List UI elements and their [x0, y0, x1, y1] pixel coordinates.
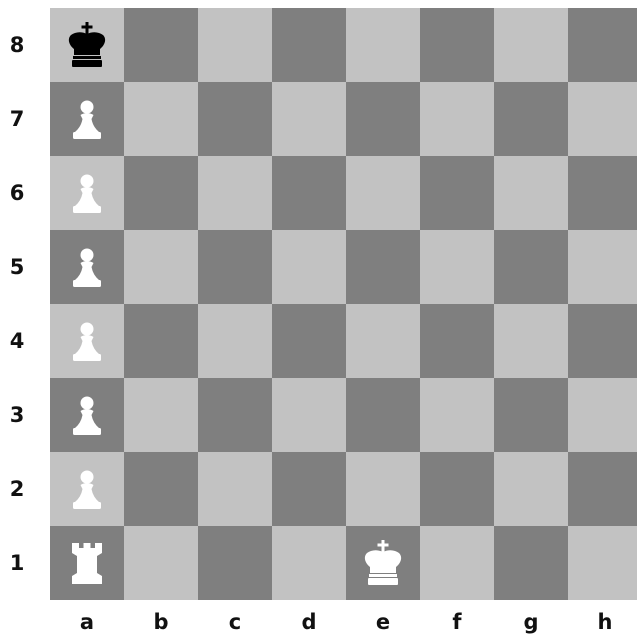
square-c7[interactable] — [198, 82, 272, 156]
square-b3[interactable] — [124, 378, 198, 452]
file-label-d: d — [272, 610, 346, 634]
square-e3[interactable] — [346, 378, 420, 452]
square-b2[interactable] — [124, 452, 198, 526]
rank-label-8: 8 — [0, 33, 34, 57]
square-h8[interactable] — [568, 8, 637, 82]
square-c1[interactable] — [198, 526, 272, 600]
square-e5[interactable] — [346, 230, 420, 304]
file-label-b: b — [124, 610, 198, 634]
square-f4[interactable] — [420, 304, 494, 378]
square-b5[interactable] — [124, 230, 198, 304]
square-h2[interactable] — [568, 452, 637, 526]
square-h3[interactable] — [568, 378, 637, 452]
rank-label-1: 1 — [0, 551, 34, 575]
rank-label-2: 2 — [0, 477, 34, 501]
square-g4[interactable] — [494, 304, 568, 378]
white-pawn-icon[interactable] — [64, 392, 110, 438]
square-f7[interactable] — [420, 82, 494, 156]
square-f2[interactable] — [420, 452, 494, 526]
square-c3[interactable] — [198, 378, 272, 452]
square-h5[interactable] — [568, 230, 637, 304]
square-c6[interactable] — [198, 156, 272, 230]
square-d1[interactable] — [272, 526, 346, 600]
file-label-a: a — [50, 610, 124, 634]
square-a7[interactable] — [50, 82, 124, 156]
square-b7[interactable] — [124, 82, 198, 156]
rank-label-6: 6 — [0, 181, 34, 205]
square-g3[interactable] — [494, 378, 568, 452]
black-king-icon[interactable] — [64, 22, 110, 68]
square-c8[interactable] — [198, 8, 272, 82]
square-d8[interactable] — [272, 8, 346, 82]
square-f3[interactable] — [420, 378, 494, 452]
square-g7[interactable] — [494, 82, 568, 156]
square-g2[interactable] — [494, 452, 568, 526]
square-g1[interactable] — [494, 526, 568, 600]
square-a6[interactable] — [50, 156, 124, 230]
square-b1[interactable] — [124, 526, 198, 600]
white-pawn-icon[interactable] — [64, 318, 110, 364]
square-h7[interactable] — [568, 82, 637, 156]
square-d4[interactable] — [272, 304, 346, 378]
square-e8[interactable] — [346, 8, 420, 82]
square-a3[interactable] — [50, 378, 124, 452]
square-d2[interactable] — [272, 452, 346, 526]
square-e6[interactable] — [346, 156, 420, 230]
file-label-c: c — [198, 610, 272, 634]
square-h1[interactable] — [568, 526, 637, 600]
square-d3[interactable] — [272, 378, 346, 452]
rank-label-3: 3 — [0, 403, 34, 427]
square-c5[interactable] — [198, 230, 272, 304]
square-f1[interactable] — [420, 526, 494, 600]
square-f6[interactable] — [420, 156, 494, 230]
file-label-g: g — [494, 610, 568, 634]
square-e4[interactable] — [346, 304, 420, 378]
rank-label-5: 5 — [0, 255, 34, 279]
chess-board — [50, 8, 637, 600]
square-f8[interactable] — [420, 8, 494, 82]
square-h4[interactable] — [568, 304, 637, 378]
square-b4[interactable] — [124, 304, 198, 378]
square-e2[interactable] — [346, 452, 420, 526]
square-g8[interactable] — [494, 8, 568, 82]
square-e1[interactable] — [346, 526, 420, 600]
square-h6[interactable] — [568, 156, 637, 230]
square-g5[interactable] — [494, 230, 568, 304]
file-label-f: f — [420, 610, 494, 634]
square-c4[interactable] — [198, 304, 272, 378]
white-rook-icon[interactable] — [64, 540, 110, 586]
white-pawn-icon[interactable] — [64, 466, 110, 512]
square-b6[interactable] — [124, 156, 198, 230]
file-label-e: e — [346, 610, 420, 634]
square-d5[interactable] — [272, 230, 346, 304]
square-g6[interactable] — [494, 156, 568, 230]
white-king-icon[interactable] — [360, 540, 406, 586]
square-a4[interactable] — [50, 304, 124, 378]
square-d7[interactable] — [272, 82, 346, 156]
square-a5[interactable] — [50, 230, 124, 304]
square-f5[interactable] — [420, 230, 494, 304]
rank-label-4: 4 — [0, 329, 34, 353]
square-a1[interactable] — [50, 526, 124, 600]
square-d6[interactable] — [272, 156, 346, 230]
square-a2[interactable] — [50, 452, 124, 526]
square-e7[interactable] — [346, 82, 420, 156]
square-c2[interactable] — [198, 452, 272, 526]
white-pawn-icon[interactable] — [64, 244, 110, 290]
square-b8[interactable] — [124, 8, 198, 82]
white-pawn-icon[interactable] — [64, 170, 110, 216]
rank-label-7: 7 — [0, 107, 34, 131]
file-label-h: h — [568, 610, 637, 634]
white-pawn-icon[interactable] — [64, 96, 110, 142]
square-a8[interactable] — [50, 8, 124, 82]
